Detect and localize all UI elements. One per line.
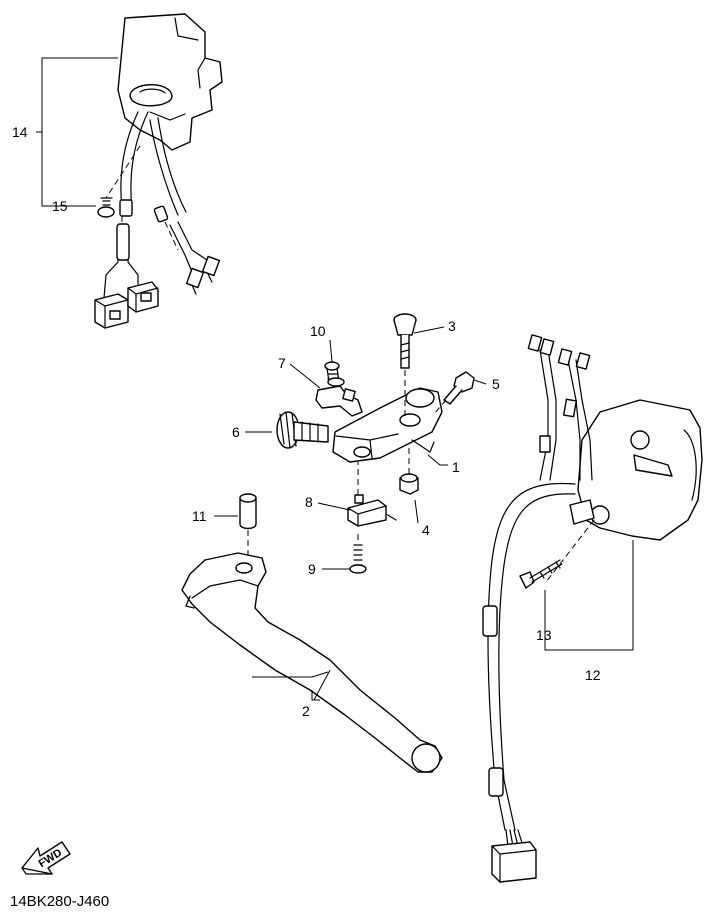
adjuster-part-6 (276, 411, 329, 449)
callout-2: 2 (302, 703, 310, 719)
callout-11: 11 (192, 508, 207, 524)
nut-part-4 (399, 448, 419, 495)
bracket-part-7 (315, 385, 363, 417)
callout-10: 10 (310, 323, 326, 339)
callout-1: 1 (452, 459, 460, 475)
clutch-lever-part-2 (181, 552, 443, 773)
callout-5: 5 (492, 376, 500, 392)
diagram-code: 14BK280-J460 (10, 893, 109, 910)
forward-arrow-icon: FWD (21, 841, 71, 875)
screw-part-13 (519, 559, 563, 589)
screw-part-9 (349, 530, 367, 574)
leader-lines (36, 57, 634, 701)
right-handlebar-switch (482, 334, 703, 883)
screw-part-15 (97, 197, 115, 218)
callout-4: 4 (422, 522, 430, 538)
callout-14: 14 (12, 124, 28, 140)
callout-3: 3 (448, 318, 456, 334)
switch-part-8 (347, 462, 397, 527)
lever-holder-part-1 (332, 387, 443, 463)
callout-9: 9 (308, 561, 316, 577)
callout-6: 6 (232, 424, 240, 440)
collar-part-11 (239, 493, 257, 556)
callout-15: 15 (52, 198, 68, 214)
callout-7: 7 (278, 355, 286, 371)
screw-part-3 (393, 313, 417, 418)
callout-13: 13 (536, 627, 552, 643)
bolt-part-5 (433, 371, 475, 415)
callout-8: 8 (305, 494, 313, 510)
left-handlebar-switch (94, 13, 223, 329)
callout-12: 12 (585, 667, 601, 683)
screw-part-10 (324, 361, 345, 387)
